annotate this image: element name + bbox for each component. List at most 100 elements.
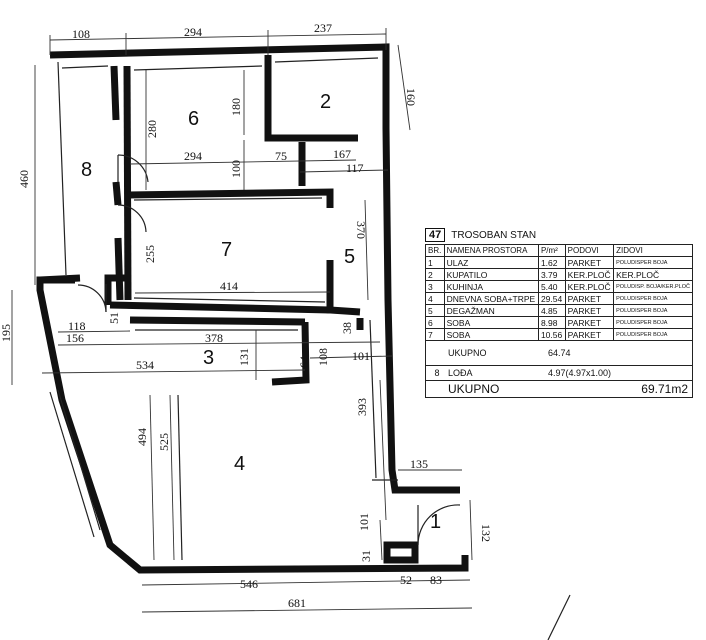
row-area: 5.40 [537, 280, 566, 293]
total-label: UKUPNO [448, 382, 500, 396]
dim-255: 255 [143, 245, 157, 263]
dim-83: 83 [430, 573, 442, 587]
row-floor: KER.PLOČ [564, 280, 615, 293]
row-walls: POLUDISPER BOJA [613, 256, 693, 269]
row-br: 4 [425, 292, 445, 305]
dim-294-mid: 294 [184, 149, 202, 163]
row-floor: PARKET [564, 328, 615, 341]
table-row: 6 SOBA 8.98 PARKET POLUDISPER BOJA [425, 316, 693, 329]
row-area: 29.54 [537, 292, 566, 305]
dim-38: 38 [340, 322, 354, 334]
row-walls: POLUDISPER BOJA [613, 328, 693, 341]
loggia-glazing [57, 61, 67, 276]
loggia-area: 4.97(4.97x1.00) [548, 368, 612, 378]
dim-681: 681 [288, 596, 306, 610]
row-name: ULAZ [443, 256, 539, 269]
interior-walls [39, 55, 364, 386]
room-8-label: 8 [81, 159, 92, 181]
dim-51: 51 [107, 312, 121, 324]
row-area: 8.98 [537, 316, 566, 329]
row-walls: POLUDISPER BOJA [613, 316, 693, 329]
legend-header: 47 TROSOBAN STAN [425, 228, 693, 242]
dimension-lines [11, 28, 473, 613]
door-swings [77, 154, 461, 546]
dim-101-lower: 101 [357, 513, 371, 531]
dim-494: 494 [135, 428, 149, 446]
dim-414: 414 [220, 279, 238, 293]
row-br: 2 [425, 268, 445, 281]
room-1-label: 1 [430, 511, 441, 533]
dim-393: 393 [355, 398, 369, 416]
dim-101-upper: 101 [352, 349, 370, 363]
row-floor: PARKET [564, 304, 615, 317]
row-floor: PARKET [564, 316, 615, 329]
row-br: 7 [425, 328, 445, 341]
table-row: 7 SOBA 10.56 PARKET POLUDISPER BOJA [425, 328, 693, 341]
col-name: NAMENA PROSTORA [443, 244, 539, 257]
row-floor: KER.PLOČ [564, 268, 615, 281]
dim-280: 280 [145, 120, 159, 138]
row-walls: POLUDISP. BOJA/KER.PLOČ [613, 280, 693, 293]
row-br: 3 [425, 280, 445, 293]
apartment-type: TROSOBAN STAN [451, 229, 537, 241]
subtotal-label: UKUPNO [448, 348, 487, 358]
dim-156: 156 [66, 331, 84, 345]
dim-160: 160 [404, 88, 418, 106]
dim-534: 534 [136, 358, 154, 372]
col-area: P/m² [537, 244, 566, 257]
dim-525: 525 [157, 433, 171, 451]
row-walls: POLUDISPER BOJA [613, 292, 693, 305]
row-name: DEGAŽMAN [443, 304, 539, 317]
row-walls: POLUDISPER BOJA [613, 304, 693, 317]
dim-118: 118 [68, 319, 86, 333]
dim-237-top: 237 [314, 21, 332, 35]
dim-31: 31 [359, 550, 373, 562]
dim-294-top: 294 [184, 25, 202, 39]
total-value: 69.71m2 [641, 382, 688, 396]
dimension-labels: 108 294 237 160 460 280 180 100 294 75 1… [0, 21, 493, 610]
window-diagonal [57, 389, 101, 531]
dim-546: 546 [240, 577, 258, 591]
legend-summary: UKUPNO 64.74 8 LOĐA 4.97(4.97x1.00) UKUP… [425, 341, 693, 398]
room-legend: 47 TROSOBAN STAN BR. NAMENA PROSTORA P/m… [425, 228, 693, 398]
dim-131: 131 [237, 348, 251, 366]
row-name: KUPATILO [443, 268, 539, 281]
dim-100: 100 [229, 160, 243, 178]
room-7-label: 7 [221, 239, 232, 261]
row-name: SOBA [443, 328, 539, 341]
loggia-name: LOĐA [448, 368, 473, 378]
dim-117: 117 [346, 161, 364, 175]
row-area: 4.85 [537, 304, 566, 317]
row-area: 3.79 [537, 268, 566, 281]
dim-167: 167 [333, 147, 351, 161]
room-2-label: 2 [320, 91, 331, 113]
table-row: 4 DNEVNA SOBA+TRPE 29.54 PARKET POLUDISP… [425, 292, 693, 305]
dim-64: 64 [297, 356, 311, 368]
loggia-br: 8 [434, 368, 440, 378]
dim-108: 108 [316, 348, 330, 366]
col-walls: ZIDOVI [613, 244, 693, 257]
row-name: SOBA [443, 316, 539, 329]
room-6-label: 6 [188, 108, 199, 130]
row-area: 1.62 [537, 256, 566, 269]
row-br: 5 [425, 304, 445, 317]
row-name: DNEVNA SOBA+TRPE [443, 292, 539, 305]
col-br: BR. [425, 244, 445, 257]
inner-lines [61, 57, 398, 561]
room-4-label: 4 [234, 453, 245, 475]
dim-52: 52 [400, 573, 412, 587]
table-row: 2 KUPATILO 3.79 KER.PLOČ KER.PLOČ [425, 268, 693, 281]
table-row: 5 DEGAŽMAN 4.85 PARKET POLUDISPER BOJA [425, 304, 693, 317]
apartment-number: 47 [425, 228, 446, 242]
table-row: 3 KUHINJA 5.40 KER.PLOČ POLUDISP. BOJA/K… [425, 280, 693, 293]
dim-195: 195 [0, 324, 13, 342]
table-row: 1 ULAZ 1.62 PARKET POLUDISPER BOJA [425, 256, 693, 269]
row-floor: PARKET [564, 292, 615, 305]
dim-378: 378 [205, 331, 223, 345]
room-5-label: 5 [344, 246, 355, 268]
dim-370: 370 [354, 221, 368, 239]
room-labels: 8 6 2 7 5 3 4 1 [81, 91, 441, 533]
dim-108-top: 108 [72, 27, 90, 41]
legend-table: BR. NAMENA PROSTORA P/m² PODOVI ZIDOVI 1… [425, 244, 693, 341]
